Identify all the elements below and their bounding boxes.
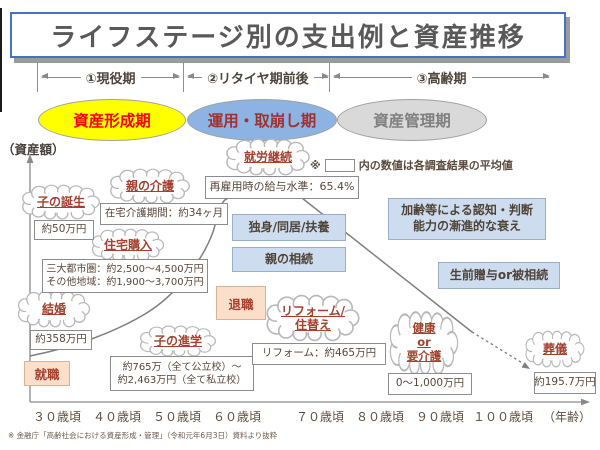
cloud-renovation: リフォーム/ 住替え xyxy=(264,294,362,342)
cloud-house-purchase: 住宅購入 xyxy=(90,228,166,262)
cloud-label: 住替え xyxy=(294,318,331,332)
cloud-continued-work: 就労継続 xyxy=(224,138,312,176)
phase-header: ①現役期 ②リタイヤ期前後 ③高齢期 xyxy=(37,62,553,92)
value-text: 約358万円 xyxy=(35,333,87,346)
cloud-label: 結婚 xyxy=(41,301,66,316)
stage-ellipse-management: 資産管理期 xyxy=(337,99,487,141)
average-note: ※ 内の数値は各調査結果の平均値 xyxy=(310,157,513,173)
info-text: 生前贈与or被相続 xyxy=(449,267,549,282)
info-text: 親の相続 xyxy=(264,251,313,266)
note-text: 内の数値は各調査結果の平均値 xyxy=(358,159,513,172)
cloud-funeral: 葬儀 xyxy=(524,330,586,368)
cloud-label: 要介護 xyxy=(406,348,442,363)
info-box-parent-inheritance: 親の相続 xyxy=(232,247,346,272)
cloud-marriage: 結婚 xyxy=(16,290,92,328)
info-text: 加齢等による認知・判断 xyxy=(401,203,533,218)
value-text: 約50万円 xyxy=(41,223,87,236)
x-tick-90: ９０歳頃 xyxy=(415,410,465,424)
value-text: 0～1,000万円 xyxy=(395,377,465,390)
cloud-label: 葬儀 xyxy=(542,341,567,356)
note-sample-box xyxy=(324,158,355,172)
info-box-cognitive-decline: 加齢等による認知・判断 能力の漸進的な衰え xyxy=(388,198,546,240)
value-text: リフォーム：約465万円 xyxy=(261,347,377,360)
value-text: 三大都市圏：約2,500～4,500万円 xyxy=(46,264,204,275)
cloud-child-birth: 子の誕生 xyxy=(20,184,102,220)
note-marker: ※ xyxy=(310,158,321,172)
phase-seg-working: ①現役期 xyxy=(37,62,183,92)
value-text: 在宅介護期間：約34ヶ月 xyxy=(104,207,224,220)
x-tick-40: ４０歳頃 xyxy=(92,410,142,424)
right-arrow-icon xyxy=(471,73,550,80)
stage-label-formation: 資産形成期 xyxy=(73,112,151,130)
info-text: 独身/同居/扶養 xyxy=(248,219,330,234)
stage-label-withdrawal: 運用・取崩し期 xyxy=(207,112,317,130)
value-text: 約765万（全て公立校）～ xyxy=(122,361,242,373)
event-box-employment: 就職 xyxy=(24,361,70,386)
cloud-child-education: 子の進学 xyxy=(138,325,218,357)
cloud-label: or xyxy=(417,335,431,350)
x-tick-50: ５０歳頃 xyxy=(152,410,202,424)
value-text: 約2,463万円（全て私立校） xyxy=(117,374,247,386)
cloud-label: 住宅購入 xyxy=(103,237,152,252)
cloud-label: 子の誕生 xyxy=(36,194,85,209)
cloud-label: 就労継続 xyxy=(243,149,292,164)
value-box-reemployment-wage: 再雇用時の給与水準：65.4% xyxy=(205,176,359,199)
phase-label-retirement: ②リタイヤ期前後 xyxy=(207,71,309,87)
phase-label-working: ①現役期 xyxy=(85,71,136,87)
left-arrow-icon xyxy=(187,73,202,80)
info-box-single-cohabit: 独身/同居/扶養 xyxy=(232,214,346,241)
phase-label-elderly: ③高齢期 xyxy=(416,71,467,87)
phase-seg-retirement: ②リタイヤ期前後 xyxy=(183,62,329,92)
value-text: 再雇用時の給与水準：65.4% xyxy=(209,180,355,194)
stage-label-management: 資産管理期 xyxy=(373,112,451,130)
value-box-birth-cost: 約50万円 xyxy=(34,220,94,240)
value-box-care-cost: 0～1,000万円 xyxy=(388,373,472,395)
x-tick-60: ６０歳頃 xyxy=(212,410,262,424)
right-arrow-icon xyxy=(140,73,180,80)
stage-ellipse-formation: 資産形成期 xyxy=(38,99,186,141)
page-title: ライフステージ別の支出例と資産推移 xyxy=(50,22,526,53)
cloud-label: 健康 xyxy=(412,321,436,336)
value-box-education-cost: 約765万（全て公立校）～ 約2,463万円（全て私立校） xyxy=(110,356,254,391)
value-text: その他地域：約1,900～3,700万円 xyxy=(46,277,204,288)
value-box-house-price: 三大都市圏：約2,500～4,500万円 その他地域：約1,900～3,700万… xyxy=(42,259,208,293)
left-edge-artifact xyxy=(0,8,2,112)
cloud-health-care: 健康 or 要介護 xyxy=(388,310,460,376)
value-text: 約195.7万円 xyxy=(534,376,596,389)
cloud-parent-care: 親の介護 xyxy=(108,168,192,204)
y-axis-label: （資産額） xyxy=(2,142,65,157)
x-tick-80: ８０歳頃 xyxy=(355,410,405,424)
stage-ellipse-withdrawal: 運用・取崩し期 xyxy=(187,99,337,141)
info-text: 能力の漸進的な衰え xyxy=(412,219,521,233)
value-box-funeral-cost: 約195.7万円 xyxy=(534,372,596,394)
right-arrow-icon xyxy=(313,73,329,80)
left-arrow-icon xyxy=(333,73,412,80)
value-box-marriage-cost: 約358万円 xyxy=(30,330,92,350)
event-text: 退職 xyxy=(228,296,254,312)
x-axis-arrow-icon xyxy=(581,398,590,406)
x-tick-70: ７０歳頃 xyxy=(295,410,345,424)
value-box-care-duration: 在宅介護期間：約34ヶ月 xyxy=(100,203,228,225)
phase-seg-elderly: ③高齢期 xyxy=(329,62,553,92)
event-text: 就職 xyxy=(34,367,60,382)
cloud-label: 子の進学 xyxy=(153,333,202,348)
cloud-label: リフォーム/ xyxy=(280,303,346,318)
event-box-retirement: 退職 xyxy=(216,286,266,320)
x-tick-30: ３０歳頃 xyxy=(32,410,82,424)
source-footnote: ※ 金融庁「高齢社会における資産形成・管理」（令和元年6月3日）資料より抜粋 xyxy=(8,431,278,440)
info-box-gift-inheritance: 生前贈与or被相続 xyxy=(438,262,560,289)
x-axis-unit: （年齢） xyxy=(542,410,592,424)
x-tick-100: １００歳頃 xyxy=(472,410,534,424)
left-arrow-icon xyxy=(41,73,81,80)
cloud-label: 親の介護 xyxy=(125,178,174,193)
title-box: ライフステージ別の支出例と資産推移 xyxy=(10,12,566,58)
value-box-renovation-cost: リフォーム：約465万円 xyxy=(252,343,386,365)
asset-curve-dotted xyxy=(471,331,525,365)
